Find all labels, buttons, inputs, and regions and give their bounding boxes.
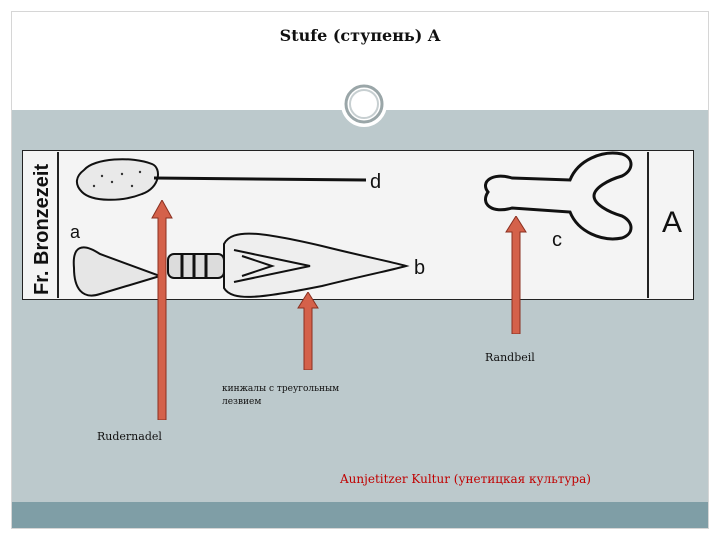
figure-side-label: Fr. Bronzezeit (31, 164, 53, 295)
circle-ornament-icon (341, 81, 387, 127)
axe-c (484, 151, 633, 241)
arrow-to-pin-icon (151, 200, 173, 420)
label-dagger-line1: кинжалы с треугольным (222, 384, 340, 394)
bottom-bar (12, 502, 708, 528)
slide: Stufe (ступень) A Fr. Bronzezeit d a (11, 11, 709, 529)
letter-c: c (552, 229, 562, 251)
label-triangular-daggers: кинжалы с треугольным лезвием (222, 383, 382, 409)
bronze-age-artifacts-figure: Fr. Bronzezeit d a b c (22, 150, 694, 300)
arrow-to-axe-icon (505, 216, 527, 334)
label-rudernadel: Rudernadel (97, 430, 162, 443)
label-randbeil: Randbeil (485, 351, 535, 364)
label-dagger-line2: лезвием (222, 397, 262, 407)
letter-d: d (370, 171, 381, 193)
pin-d (76, 158, 367, 201)
arrow-to-dagger-icon (297, 292, 319, 370)
letter-a: a (70, 222, 81, 242)
label-culture: Aunjetitzer Kultur (унетицкая культура) (340, 472, 591, 486)
letter-b: b (414, 257, 425, 279)
slide-title: Stufe (ступень) A (279, 26, 441, 45)
dagger-b (167, 232, 410, 298)
stage-letter: A (662, 206, 682, 239)
